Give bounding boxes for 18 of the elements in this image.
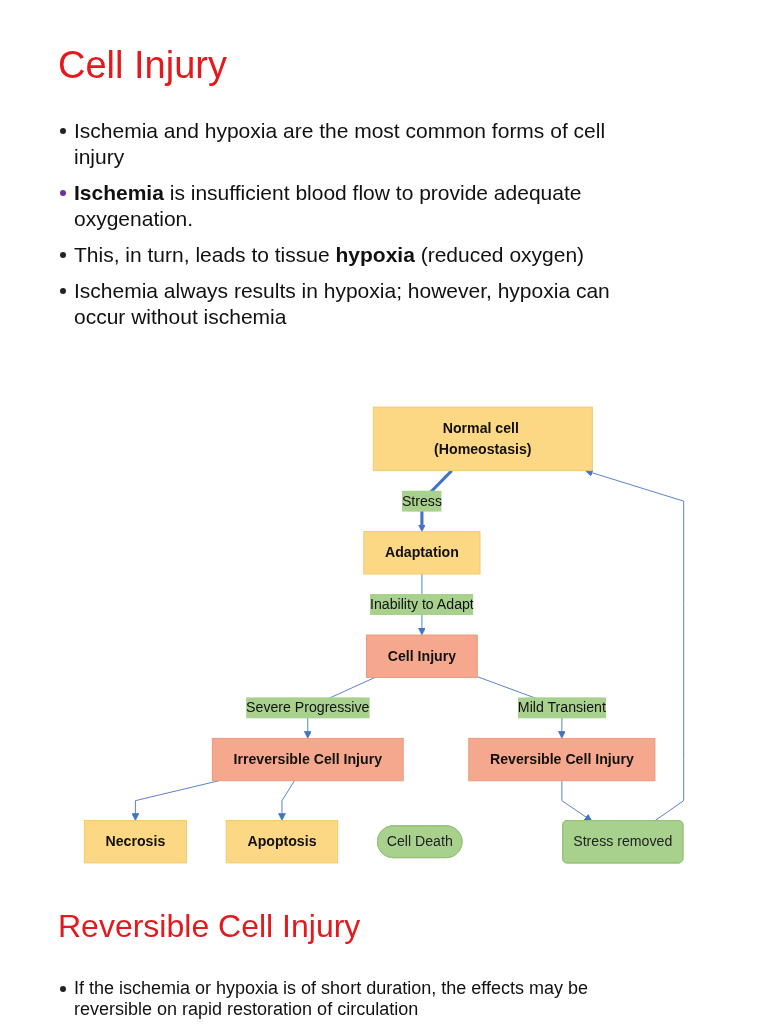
slide-title: Cell Injury	[58, 44, 227, 87]
slide-heading: Reversible Cell Injury	[58, 908, 361, 945]
node-box: Irreversible Cell Injury	[211, 737, 404, 782]
edge-label: Stress	[401, 493, 442, 509]
node-box: Cell Injury	[366, 634, 478, 678]
bullet-text: Ischemia always results in hypoxia; however, hypoxia can occur without ischemia	[74, 279, 610, 328]
node-box: Reversible Cell Injury	[468, 737, 656, 782]
bullet-text: Ischemia is insufficient blood flow to provide adequate oxygenation.	[74, 181, 582, 230]
bullet-text: If the ischemia or hypoxia is of short duration, the effects may be reversible on rapid restoration of circulation	[74, 978, 588, 1019]
edge-label: Mild Transient	[517, 699, 606, 715]
node-box: Apoptosis	[225, 820, 339, 864]
bullet-text: This, in turn, leads to tissue hypoxia (reduced oxygen)	[74, 243, 585, 266]
node-box: Normal cell (Homeostasis)	[372, 406, 593, 472]
bullet-text: Ischemia and hypoxia are the most common forms of cell injury	[74, 119, 606, 168]
edge-label: Severe Progressive	[246, 699, 370, 715]
node-box: Adaptation	[363, 531, 481, 575]
edge-label: Inability to Adapt	[370, 596, 474, 612]
node-box: Necrosis	[83, 820, 187, 864]
